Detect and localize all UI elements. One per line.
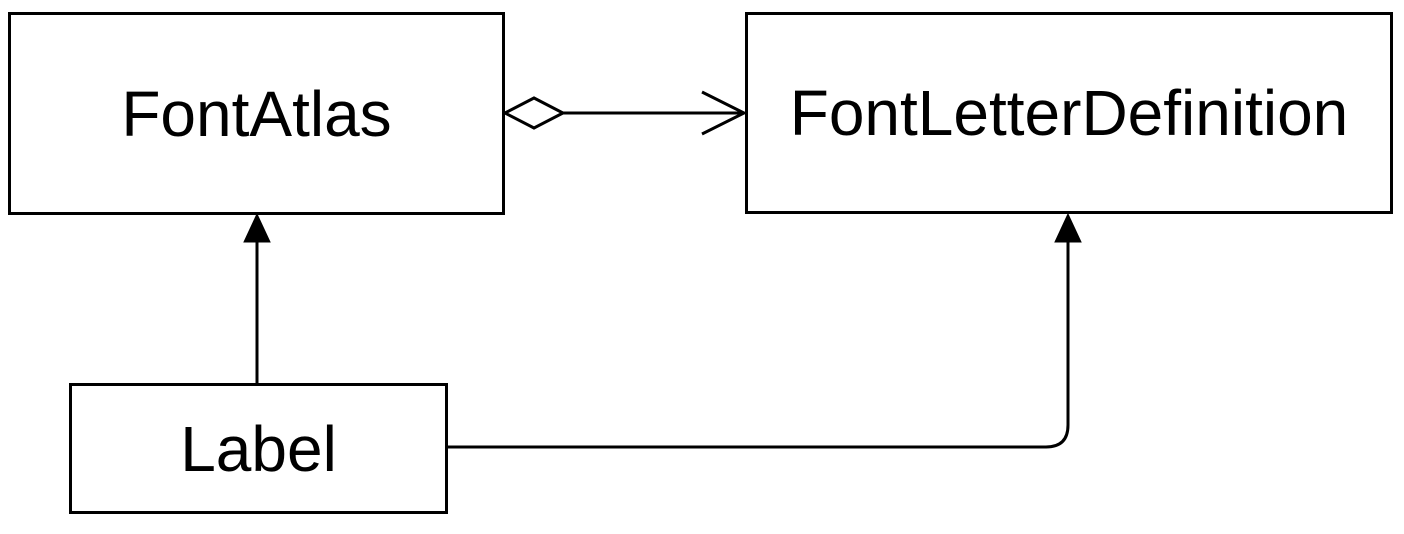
open-arrowhead-icon xyxy=(701,90,748,136)
filled-arrowhead-icon xyxy=(1054,212,1082,243)
hollow-diamond-marker-icon xyxy=(501,96,567,130)
class-name-label: FontAtlas xyxy=(121,77,392,150)
class-node-label: Label xyxy=(69,383,448,514)
edge-line xyxy=(447,220,1070,449)
class-name-label: Label xyxy=(180,412,337,485)
edge-fontatlas-to-fontletterdefinition xyxy=(501,90,748,136)
class-node-fontatlas: FontAtlas xyxy=(8,12,505,215)
class-name-label: FontLetterDefinition xyxy=(789,77,1349,149)
class-node-fontletterdefinition: FontLetterDefinition xyxy=(745,12,1393,214)
filled-arrowhead-icon xyxy=(243,212,271,243)
edge-label-to-fontletterdefinition xyxy=(447,212,1082,449)
edge-label-to-fontatlas xyxy=(243,212,271,383)
